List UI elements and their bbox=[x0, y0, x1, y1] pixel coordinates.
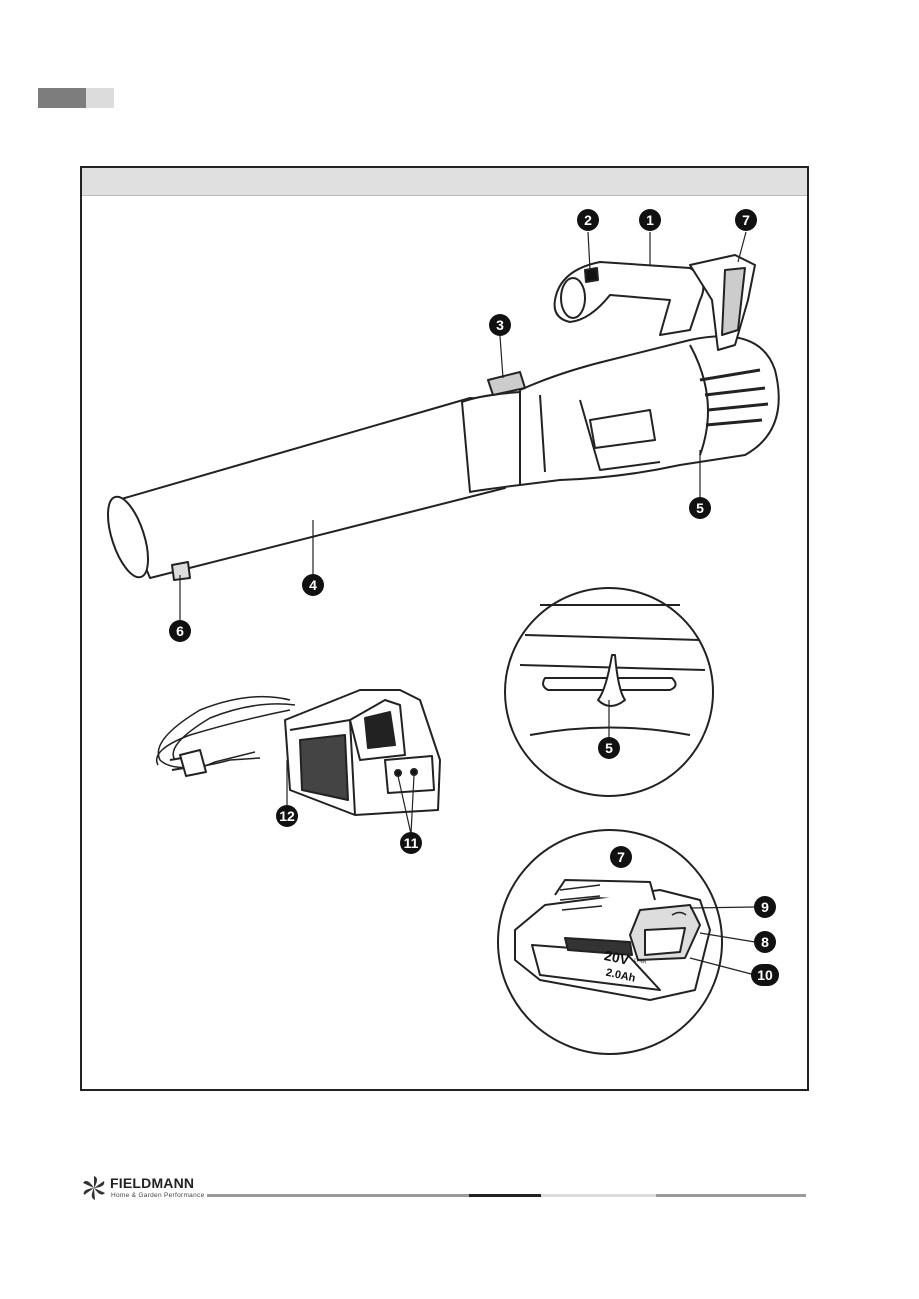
callout-3: 3 bbox=[489, 314, 511, 336]
callout-7-detail: 7 bbox=[610, 846, 632, 868]
detail-circle-battery bbox=[498, 830, 722, 1054]
nozzle-foot bbox=[172, 562, 190, 580]
brand-tagline: Home & Garden Performance bbox=[111, 1192, 204, 1199]
callout-11: 11 bbox=[400, 832, 422, 854]
callout-2: 2 bbox=[577, 209, 599, 231]
blower-handle bbox=[555, 262, 704, 335]
callout-5-detail: 5 bbox=[598, 737, 620, 759]
footer-bar-grey-2 bbox=[656, 1194, 806, 1197]
footer-bar-dark bbox=[469, 1194, 541, 1197]
callout-7-top: 7 bbox=[735, 209, 757, 231]
callout-12: 12 bbox=[276, 805, 298, 827]
callout-8: 8 bbox=[754, 931, 776, 953]
charger bbox=[157, 690, 440, 815]
callout-4: 4 bbox=[302, 574, 324, 596]
brand-name: FIELDMANN bbox=[110, 1175, 194, 1191]
callout-1: 1 bbox=[639, 209, 661, 231]
footer-bar-light bbox=[541, 1194, 656, 1197]
callout-9: 9 bbox=[754, 896, 776, 918]
callout-6: 6 bbox=[169, 620, 191, 642]
fieldmann-logo-icon bbox=[80, 1174, 108, 1202]
callout-10: 10 bbox=[751, 964, 779, 986]
blower-tube bbox=[100, 392, 520, 582]
footer-bar-grey-1 bbox=[207, 1194, 469, 1197]
blower-body bbox=[488, 336, 779, 485]
detail-circle-switch bbox=[505, 588, 713, 796]
callout-5-top: 5 bbox=[689, 497, 711, 519]
